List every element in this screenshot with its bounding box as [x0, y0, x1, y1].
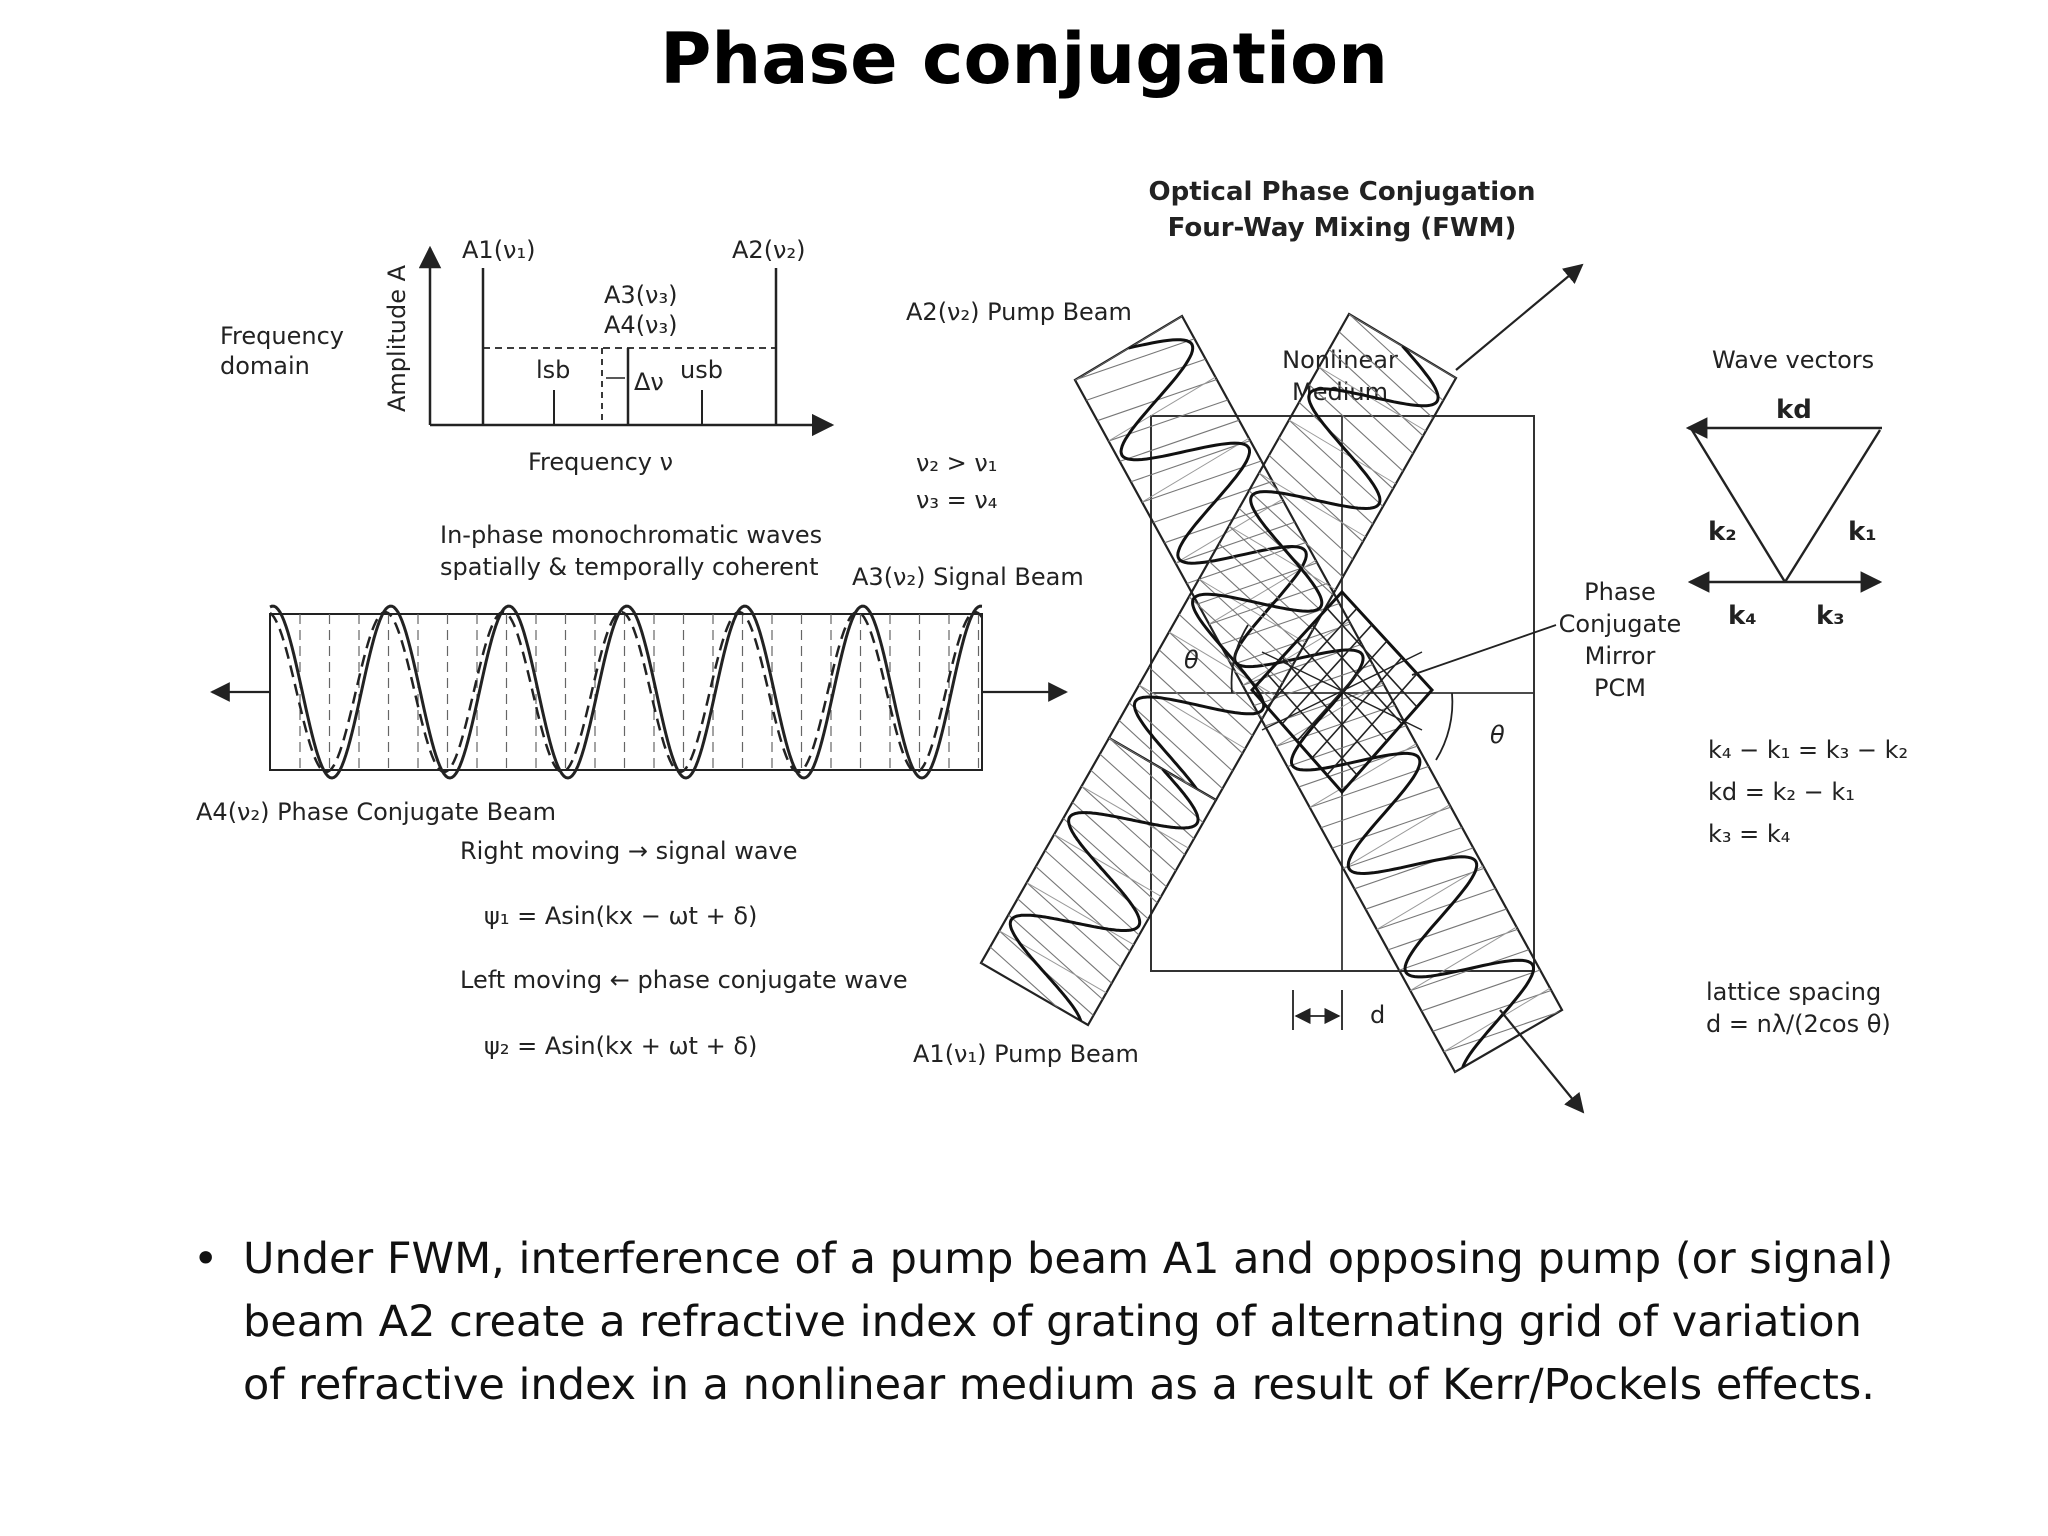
lattice-spacing-label: lattice spacing — [1706, 978, 1881, 1006]
lsb-label: lsb — [536, 356, 570, 384]
conjugate-wave — [269, 610, 983, 774]
pump-beam-top-label: A2(ν₂) Pump Beam — [906, 298, 1132, 326]
k3-label: k₃ — [1816, 601, 1845, 631]
left-moving-label: Left moving ← phase conjugate wave — [460, 966, 908, 994]
wavefront-grid — [299, 614, 980, 770]
delta-nu-label: Δν — [634, 368, 664, 396]
bullet-marker: • — [193, 1234, 219, 1284]
vector-equation-1: k₄ − k₁ = k₃ − k₂ — [1708, 736, 1908, 764]
right-moving-label: Right moving → signal wave — [460, 837, 798, 865]
pcm-label-1: Phase — [1584, 578, 1656, 606]
pump-beam-bottom-label: A1(ν₁) Pump Beam — [913, 1040, 1139, 1068]
wave-panel: In-phase monochromatic waves spatially &… — [196, 521, 1084, 1060]
bullet-paragraph: • Under FWM, interference of a pump beam… — [193, 1228, 1915, 1417]
usb-label: usb — [680, 356, 723, 384]
pcm-label-3: Mirror — [1585, 642, 1656, 670]
frequency-domain-label-2: domain — [220, 352, 310, 380]
pcm-label-4: PCM — [1594, 674, 1646, 702]
wave-caption-line1: In-phase monochromatic waves — [440, 521, 822, 549]
psi2-equation: ψ₂ = Asin(kx + ωt + δ) — [484, 1032, 757, 1060]
signal-wave — [269, 604, 983, 780]
wave-caption-line2: spatially & temporally coherent — [440, 553, 819, 581]
a2-label: A2(ν₂) — [732, 236, 805, 264]
k2-vector — [1690, 429, 1787, 583]
fwm-heading-line1: Optical Phase Conjugation — [1149, 177, 1536, 207]
conjugate-beam-label: A4(ν₂) Phase Conjugate Beam — [196, 798, 556, 826]
vector-equation-2: kd = k₂ − k₁ — [1708, 778, 1855, 806]
amplitude-axis-label: Amplitude A — [383, 264, 411, 412]
frequency-domain-panel: Frequency domain Amplitude A Frequency ν… — [220, 236, 835, 476]
slide-title: Phase conjugation — [660, 18, 1388, 100]
frequency-domain-label: Frequency — [220, 322, 344, 350]
k2-label: k₂ — [1708, 517, 1737, 547]
k1-label: k₁ — [1848, 517, 1877, 547]
freq-relation-2: ν₃ = ν₄ — [916, 486, 997, 514]
lattice-d-label: d — [1370, 1001, 1385, 1029]
a4-label: A4(ν₃) — [604, 311, 677, 339]
pcm-leader-line — [1411, 624, 1557, 676]
a3-label: A3(ν₃) — [604, 281, 677, 309]
pump-beam-a1 — [979, 312, 1458, 1027]
wave-vectors-panel: Wave vectors kd k₂ k₁ k₄ k₃ k₄ − k₁ = k₃… — [1685, 346, 1908, 1038]
a1-label: A1(ν₁) — [462, 236, 535, 264]
fwm-heading-line2: Four-Way Mixing (FWM) — [1168, 213, 1517, 243]
frequency-axis-label: Frequency ν — [528, 448, 673, 476]
theta-left: θ — [1184, 646, 1199, 674]
k1-vector — [1783, 429, 1882, 583]
pump-direction-arrow — [1499, 1009, 1585, 1114]
wave-vectors-title: Wave vectors — [1712, 346, 1874, 374]
psi1-equation: ψ₁ = Asin(kx − ωt + δ) — [484, 902, 757, 930]
theta-right: θ — [1490, 721, 1505, 749]
lattice-spacing-formula: d = nλ/(2cos θ) — [1706, 1010, 1891, 1038]
grating-lines — [1261, 607, 1423, 776]
pcm-label-2: Conjugate — [1559, 610, 1682, 638]
fwm-panel: Optical Phase Conjugation Four-Way Mixin… — [906, 177, 1682, 1114]
wave-envelope — [269, 613, 983, 771]
signal-beam-label: A3(ν₂) Signal Beam — [852, 563, 1084, 591]
signal-direction-arrow — [1455, 263, 1584, 371]
bullet-text: Under FWM, interference of a pump beam A… — [243, 1234, 1894, 1410]
freq-relation-1: ν₂ > ν₁ — [916, 449, 997, 477]
pump-beam-a2 — [1073, 314, 1564, 1074]
k4-label: k₄ — [1728, 601, 1757, 631]
kd-label: kd — [1776, 395, 1812, 425]
vector-equation-3: k₃ = k₄ — [1708, 820, 1790, 848]
